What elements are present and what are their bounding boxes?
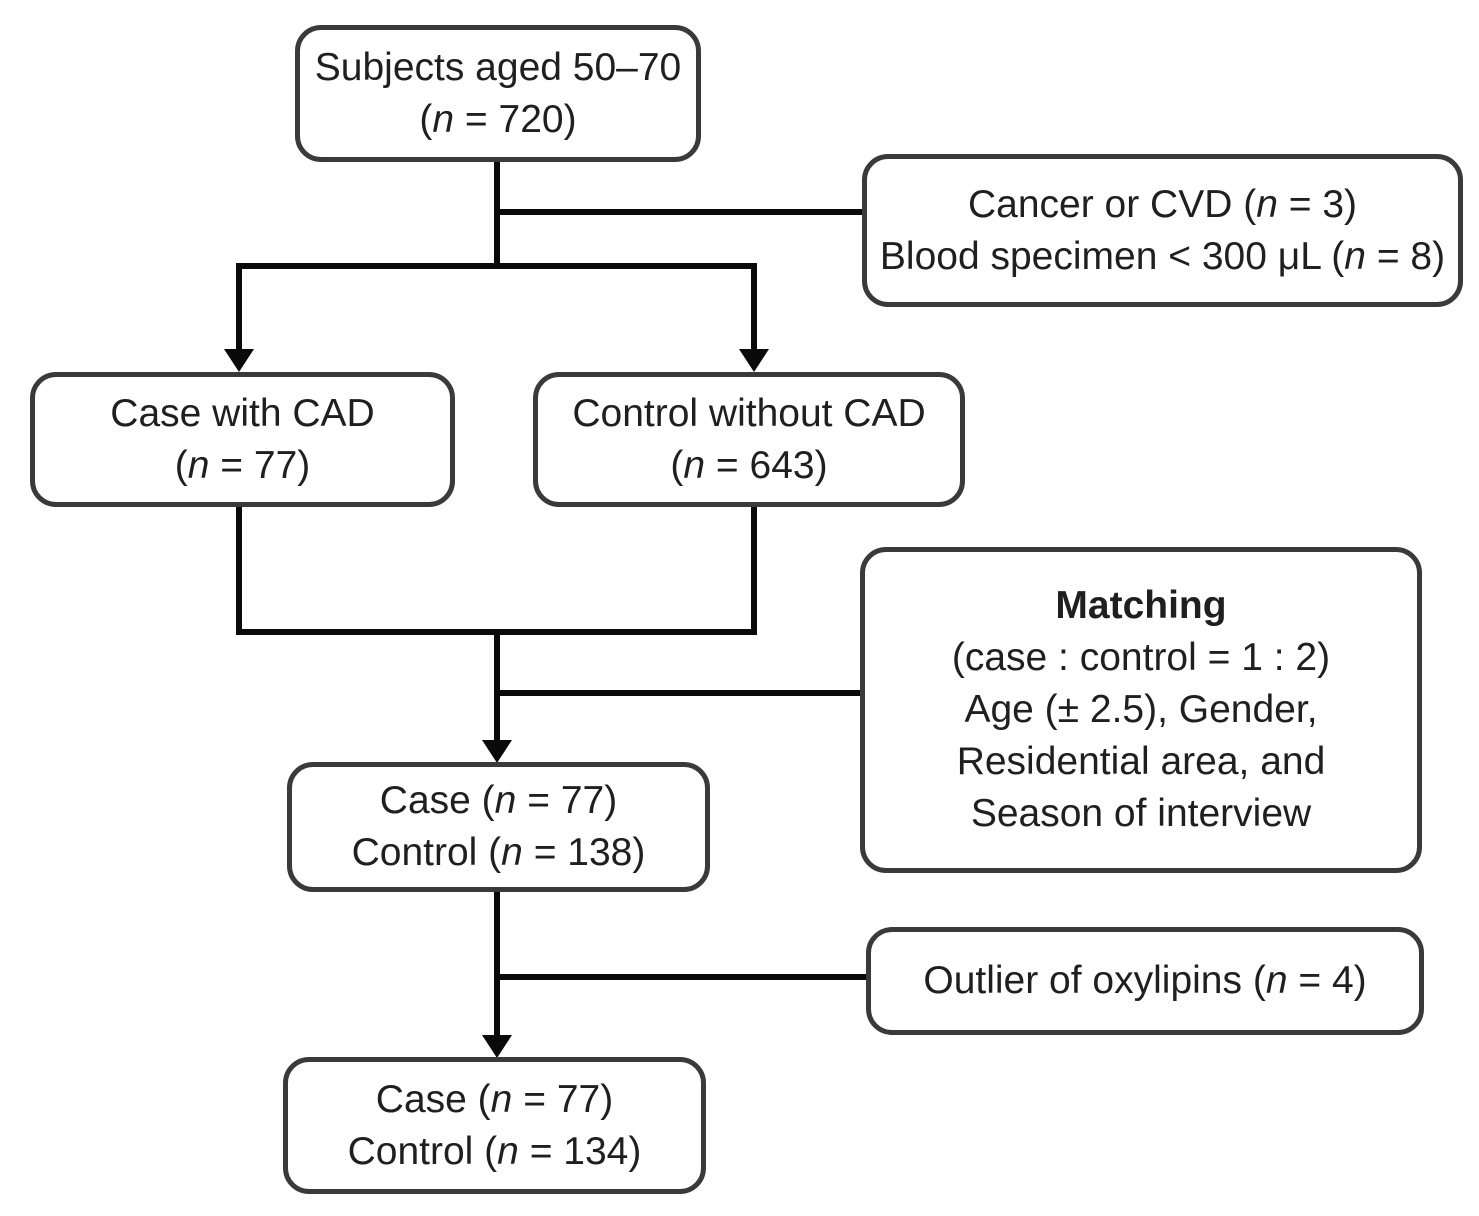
node-subjects-line-1: Subjects aged 50–70 bbox=[314, 45, 682, 89]
connector-branch-outlier bbox=[494, 974, 870, 980]
node-matched-line-2: Control (n = 138) bbox=[351, 831, 646, 874]
connector-merge-down bbox=[494, 629, 500, 742]
node-exclusion-initial-line-2: Blood specimen < 300 μL (n = 8) bbox=[879, 234, 1446, 278]
node-matching-title: Matching bbox=[1055, 584, 1227, 628]
node-matched: Case (n = 77) Control (n = 138) bbox=[287, 762, 710, 892]
node-exclusion-outlier-line-1: Outlier of oxylipins (n = 4) bbox=[923, 959, 1367, 1003]
node-final: Case (n = 77) Control (n = 134) bbox=[283, 1057, 706, 1194]
node-exclusion-initial-line-1: Cancer or CVD (n = 3) bbox=[967, 182, 1358, 226]
node-exclusion-initial: Cancer or CVD (n = 3) Blood specimen < 3… bbox=[862, 154, 1463, 307]
node-matching-line-4: Residential area, and bbox=[956, 739, 1326, 783]
node-subjects-line-2: (n = 720) bbox=[419, 97, 577, 141]
node-case-cad-line-1: Case with CAD bbox=[110, 391, 375, 435]
node-final-line-1: Case (n = 77) bbox=[375, 1077, 614, 1121]
node-matching-line-2: (case : control = 1 : 2) bbox=[951, 636, 1331, 680]
node-exclusion-outlier: Outlier of oxylipins (n = 4) bbox=[866, 927, 1424, 1035]
connector-to-control-cad bbox=[751, 263, 757, 353]
node-control-cad-line-1: Control without CAD bbox=[572, 391, 926, 435]
node-final-line-2: Control (n = 134) bbox=[347, 1129, 642, 1173]
node-case-cad: Case with CAD (n = 77) bbox=[30, 372, 455, 507]
connector-to-case-cad bbox=[236, 263, 242, 353]
arrowhead-final bbox=[482, 1035, 512, 1058]
connector-split-top bbox=[236, 263, 757, 269]
connector-control-cad-down bbox=[751, 505, 757, 635]
arrowhead-case-cad bbox=[224, 349, 254, 372]
node-matched-line-1: Case (n = 77) bbox=[379, 779, 618, 823]
node-control-cad: Control without CAD (n = 643) bbox=[533, 372, 965, 507]
node-subjects: Subjects aged 50–70 (n = 720) bbox=[295, 25, 701, 162]
connector-case-cad-down bbox=[236, 505, 242, 635]
arrowhead-matched bbox=[482, 740, 512, 763]
connector-matched-down bbox=[494, 890, 500, 1037]
node-matching-line-5: Season of interview bbox=[970, 791, 1312, 835]
arrowhead-control-cad bbox=[739, 349, 769, 372]
node-control-cad-line-2: (n = 643) bbox=[670, 443, 828, 487]
connector-branch-exclusion-initial bbox=[494, 209, 866, 215]
node-matching: Matching (case : control = 1 : 2) Age (±… bbox=[860, 547, 1422, 873]
connector-branch-matching bbox=[494, 690, 864, 696]
node-case-cad-line-2: (n = 77) bbox=[174, 443, 311, 487]
node-matching-line-3: Age (± 2.5), Gender, bbox=[964, 688, 1318, 732]
